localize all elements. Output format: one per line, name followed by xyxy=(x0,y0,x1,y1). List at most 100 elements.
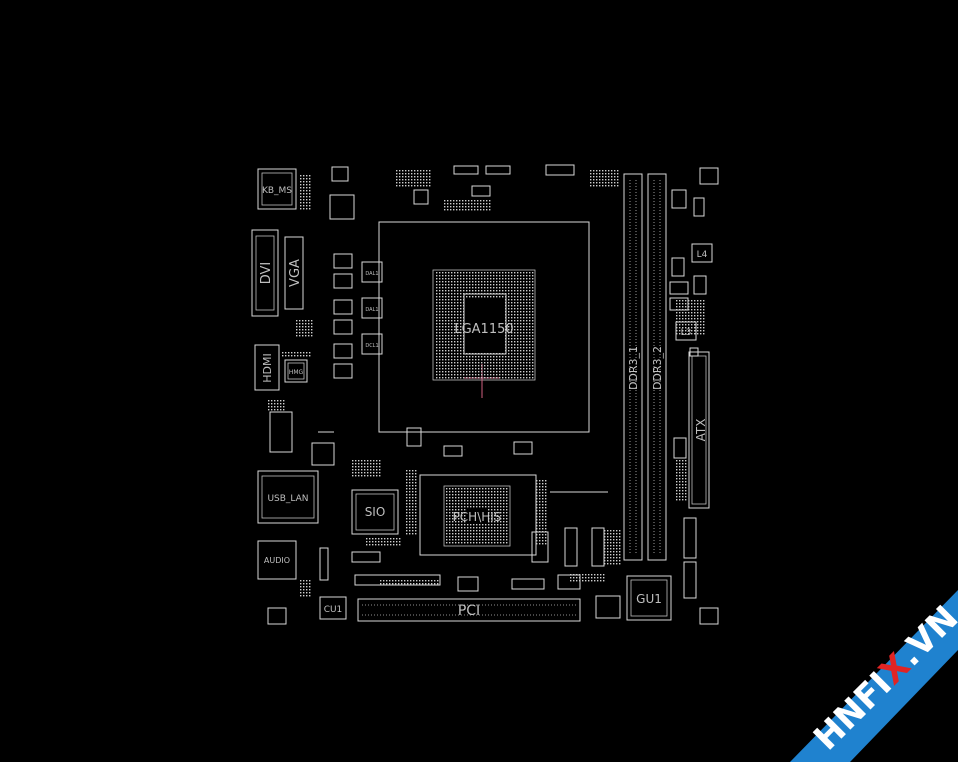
pad xyxy=(389,580,391,582)
pad xyxy=(457,290,459,292)
pad xyxy=(703,309,705,311)
pad xyxy=(271,400,273,402)
pad xyxy=(449,497,451,499)
pad xyxy=(444,203,446,205)
pad xyxy=(604,539,606,541)
pad xyxy=(505,302,507,304)
pad xyxy=(520,329,522,331)
pad xyxy=(506,497,508,499)
pad xyxy=(481,275,483,277)
pad xyxy=(361,466,363,468)
pad xyxy=(408,185,410,187)
kb-ms-connector: KB_MS xyxy=(257,168,297,210)
pad xyxy=(439,281,441,283)
pad xyxy=(420,182,422,184)
pad xyxy=(603,574,605,576)
pad xyxy=(439,371,441,373)
pad xyxy=(474,206,476,208)
pad xyxy=(536,486,538,488)
pad xyxy=(694,303,696,305)
pad xyxy=(520,296,522,298)
pad xyxy=(464,488,466,490)
pad xyxy=(494,536,496,538)
pad xyxy=(529,296,531,298)
pad xyxy=(406,506,408,508)
pad xyxy=(463,347,465,349)
pad xyxy=(505,278,507,280)
pad xyxy=(676,460,678,462)
pad xyxy=(570,580,572,582)
pad xyxy=(367,469,369,471)
pad xyxy=(596,185,598,187)
pad xyxy=(473,524,475,526)
pad xyxy=(475,368,477,370)
pad xyxy=(697,300,699,302)
pad xyxy=(472,293,474,295)
pad xyxy=(460,377,462,379)
pad xyxy=(439,305,441,307)
pad xyxy=(508,275,510,277)
pad xyxy=(607,548,609,550)
pad xyxy=(477,206,479,208)
pad xyxy=(408,170,410,172)
pad xyxy=(445,359,447,361)
pad xyxy=(499,362,501,364)
pad xyxy=(306,595,308,597)
pad xyxy=(402,185,404,187)
pad xyxy=(579,580,581,582)
pad xyxy=(367,475,369,477)
pad xyxy=(484,287,486,289)
pad xyxy=(472,278,474,280)
pad xyxy=(517,305,519,307)
pad xyxy=(481,290,483,292)
gu1-chip: GU1 xyxy=(626,575,672,621)
pad xyxy=(411,185,413,187)
pad xyxy=(685,460,687,462)
pad xyxy=(453,206,455,208)
pad xyxy=(472,362,474,364)
pad xyxy=(703,318,705,320)
pad xyxy=(475,365,477,367)
pad xyxy=(482,500,484,502)
pad xyxy=(378,544,380,546)
pad xyxy=(529,344,531,346)
pad xyxy=(506,527,508,529)
pci-slot: PCI xyxy=(357,598,581,622)
pad xyxy=(703,330,705,332)
pad xyxy=(445,272,447,274)
pad xyxy=(497,521,499,523)
pad xyxy=(452,509,454,511)
pad xyxy=(479,500,481,502)
pad xyxy=(526,320,528,322)
pad xyxy=(448,293,450,295)
pad xyxy=(436,365,438,367)
pad xyxy=(442,284,444,286)
pad xyxy=(471,206,473,208)
pad xyxy=(506,503,508,505)
pad xyxy=(505,305,507,307)
pad xyxy=(406,500,408,502)
pad xyxy=(466,281,468,283)
pad xyxy=(529,359,531,361)
pad xyxy=(446,536,448,538)
pad xyxy=(300,583,302,585)
pad xyxy=(455,536,457,538)
pad xyxy=(457,323,459,325)
pad xyxy=(414,182,416,184)
pad xyxy=(697,321,699,323)
pad xyxy=(597,574,599,576)
pad xyxy=(439,365,441,367)
pad xyxy=(309,202,311,204)
pad xyxy=(523,305,525,307)
pad xyxy=(475,362,477,364)
pad xyxy=(280,406,282,408)
pad xyxy=(614,170,616,172)
pad xyxy=(299,329,301,331)
pad xyxy=(526,371,528,373)
pad xyxy=(529,350,531,352)
pad xyxy=(697,327,699,329)
pad xyxy=(439,308,441,310)
pad xyxy=(682,472,684,474)
pad xyxy=(457,299,459,301)
pad xyxy=(508,353,510,355)
